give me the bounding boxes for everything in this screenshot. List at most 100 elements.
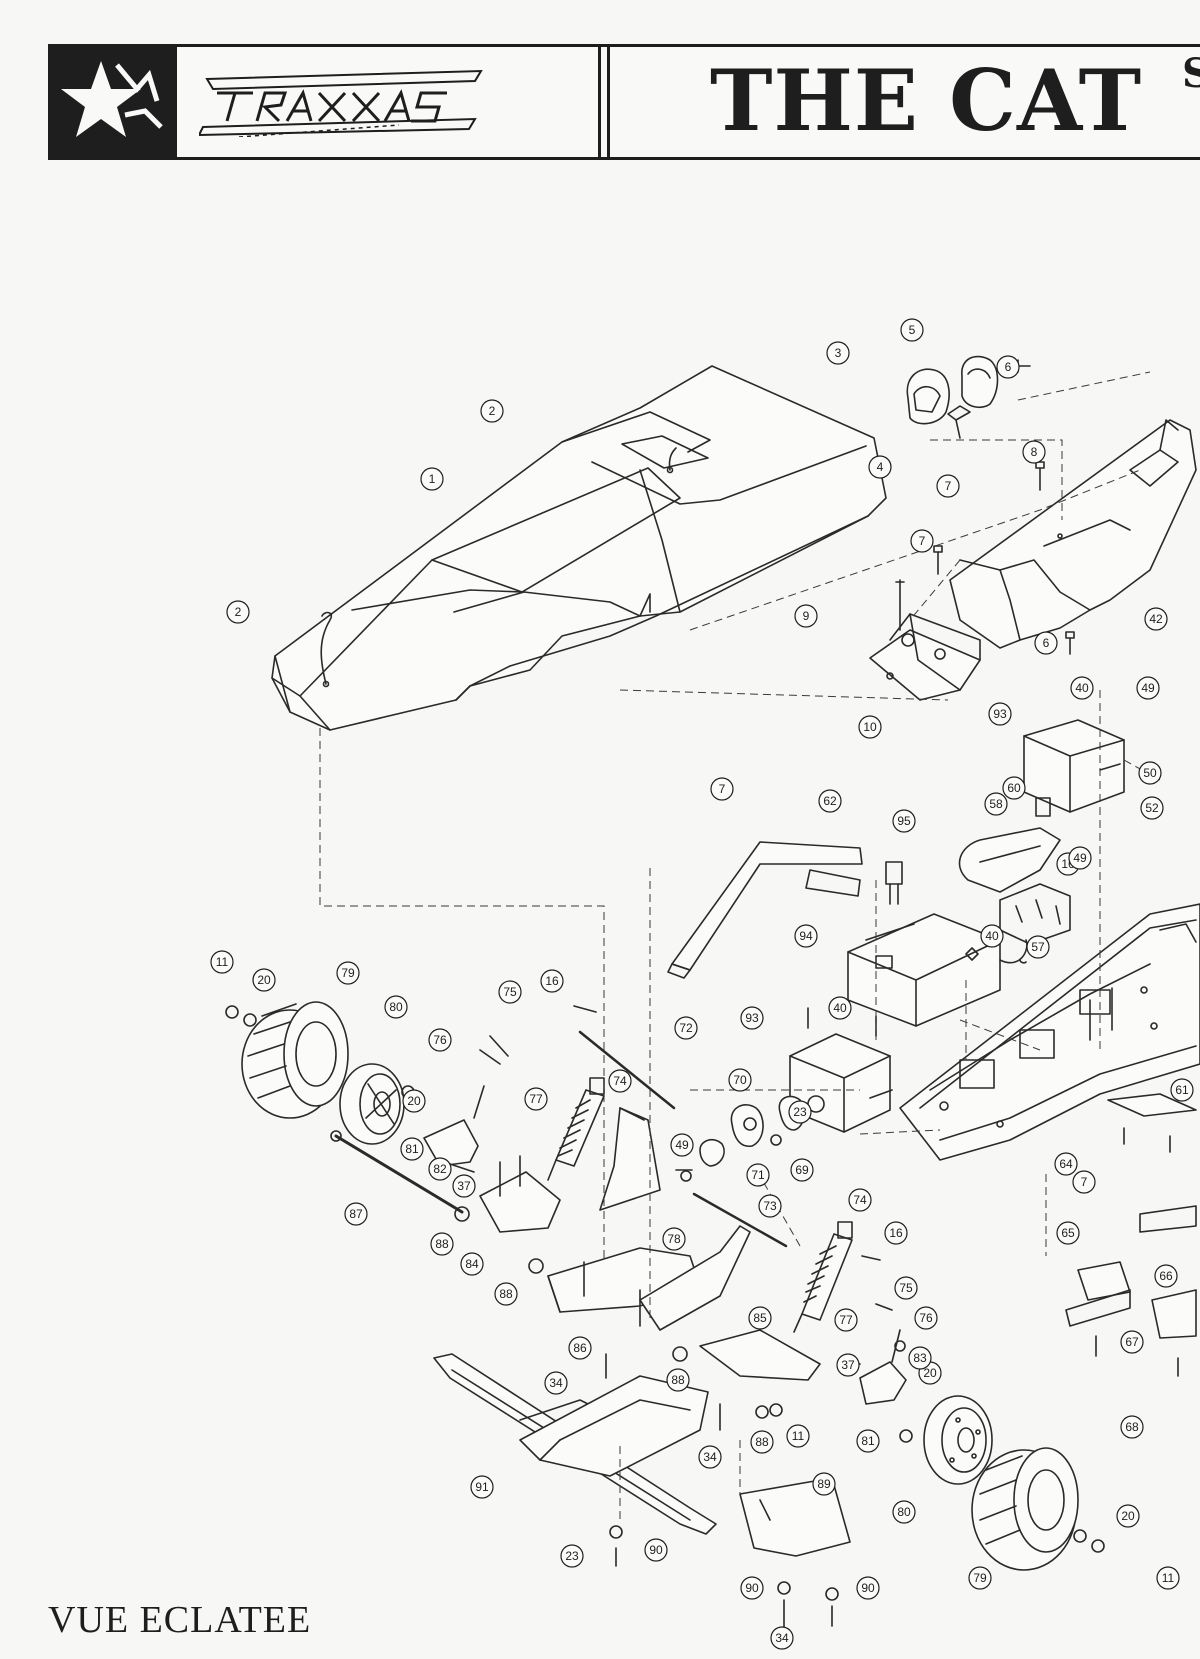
callout-83: 83: [908, 1346, 932, 1370]
callout-40: 40: [828, 996, 852, 1020]
callout-label: 91: [475, 1480, 489, 1494]
callout-circle: [498, 980, 522, 1004]
callout-91: 91: [470, 1475, 494, 1499]
callout-label: 90: [745, 1581, 759, 1595]
callout-80: 80: [892, 1500, 916, 1524]
callout-75: 75: [894, 1276, 918, 1300]
callout-circle: [384, 995, 408, 1019]
callout-label: 86: [573, 1341, 587, 1355]
callout-65: 65: [1056, 1221, 1080, 1245]
callout-circle: [936, 474, 960, 498]
callout-label: 5: [909, 323, 916, 337]
callout-circle: [226, 600, 250, 624]
main-chassis: [899, 903, 1200, 1161]
callout-64: 64: [1054, 1152, 1078, 1176]
callout-label: 88: [435, 1237, 449, 1251]
callout-circle: [892, 1500, 916, 1524]
callout-label: 3: [835, 346, 842, 360]
callout-23: 23: [560, 1544, 584, 1568]
callout-label: 79: [341, 966, 355, 980]
callout-69: 69: [790, 1158, 814, 1182]
callout-73: 73: [758, 1194, 782, 1218]
callout-7: 7: [910, 529, 934, 553]
callout-label: 49: [675, 1138, 689, 1152]
header-bar: THE CAT: [48, 44, 1200, 160]
callout-label: 6: [1005, 360, 1012, 374]
callout-circle: [1022, 440, 1046, 464]
callout-label: 66: [1159, 1269, 1173, 1283]
callout-circle: [834, 1308, 858, 1332]
callout-76: 76: [428, 1028, 452, 1052]
callout-93: 93: [988, 702, 1012, 726]
callout-88: 88: [430, 1232, 454, 1256]
callout-label: 72: [679, 1021, 693, 1035]
callout-circle: [910, 529, 934, 553]
roll-bar: [667, 841, 863, 979]
callout-label: 65: [1061, 1226, 1075, 1240]
callout-circle: [494, 1282, 518, 1306]
callout-label: 2: [489, 404, 496, 418]
callout-circle: [1026, 935, 1050, 959]
callout-60: 60: [1002, 776, 1026, 800]
callout-77: 77: [524, 1087, 548, 1111]
callout-42: 42: [1144, 607, 1168, 631]
callout-circle: [252, 968, 276, 992]
callout-label: 90: [649, 1543, 663, 1557]
callout-label: 80: [897, 1505, 911, 1519]
callout-circle: [1054, 1152, 1078, 1176]
callout-95: 95: [892, 809, 916, 833]
callout-58: 58: [984, 792, 1008, 816]
callout-94: 94: [794, 924, 818, 948]
callout-90: 90: [740, 1576, 764, 1600]
callout-label: 11: [216, 955, 229, 969]
callout-circle: [818, 789, 842, 813]
callout-circle: [786, 1424, 810, 1448]
callout-circle: [740, 1006, 764, 1030]
callout-72: 72: [674, 1016, 698, 1040]
callout-label: 75: [899, 1281, 913, 1295]
callout-label: 87: [349, 1207, 363, 1221]
callout-circle: [728, 1068, 752, 1092]
callout-label: 67: [1125, 1335, 1139, 1349]
callout-circle: [790, 1158, 814, 1182]
callout-6: 6: [996, 355, 1020, 379]
callout-circle: [1034, 631, 1058, 655]
callout-77: 77: [834, 1308, 858, 1332]
callout-label: 62: [823, 794, 837, 808]
callout-label: 49: [1141, 681, 1155, 695]
callout-label: 83: [913, 1351, 927, 1365]
body-mount-block: [869, 579, 981, 701]
callout-circle: [674, 1016, 698, 1040]
callout-circle: [1116, 1504, 1140, 1528]
callout-label: 7: [945, 479, 952, 493]
callout-circle: [1120, 1415, 1144, 1439]
callout-label: 40: [1075, 681, 1089, 695]
callout-7: 7: [1072, 1170, 1096, 1194]
upper-chassis: [949, 419, 1197, 649]
callout-circle: [1136, 676, 1160, 700]
callout-circle: [894, 1276, 918, 1300]
callout-label: 88: [671, 1373, 685, 1387]
callout-8: 8: [1022, 440, 1046, 464]
callout-50: 50: [1138, 761, 1162, 785]
servo-lower: [789, 1007, 893, 1133]
callout-23: 23: [788, 1100, 812, 1124]
callout-circle: [868, 455, 892, 479]
callout-85: 85: [748, 1306, 772, 1330]
callout-label: 10: [863, 720, 877, 734]
rear-right-tire: [971, 1447, 1079, 1571]
callout-label: 11: [792, 1429, 805, 1443]
callout-label: 23: [565, 1549, 579, 1563]
callout-label: 34: [775, 1631, 789, 1645]
callout-label: 77: [529, 1092, 543, 1106]
callout-label: 7: [919, 534, 926, 548]
callout-circle: [568, 1336, 592, 1360]
callout-label: 23: [793, 1105, 807, 1119]
callout-label: 90: [861, 1581, 875, 1595]
callout-circle: [344, 1202, 368, 1226]
callout-label: 93: [993, 707, 1007, 721]
callout-label: 85: [753, 1311, 767, 1325]
callout-10: 10: [858, 715, 882, 739]
callout-20: 20: [1116, 1504, 1140, 1528]
callout-circle: [788, 1100, 812, 1124]
